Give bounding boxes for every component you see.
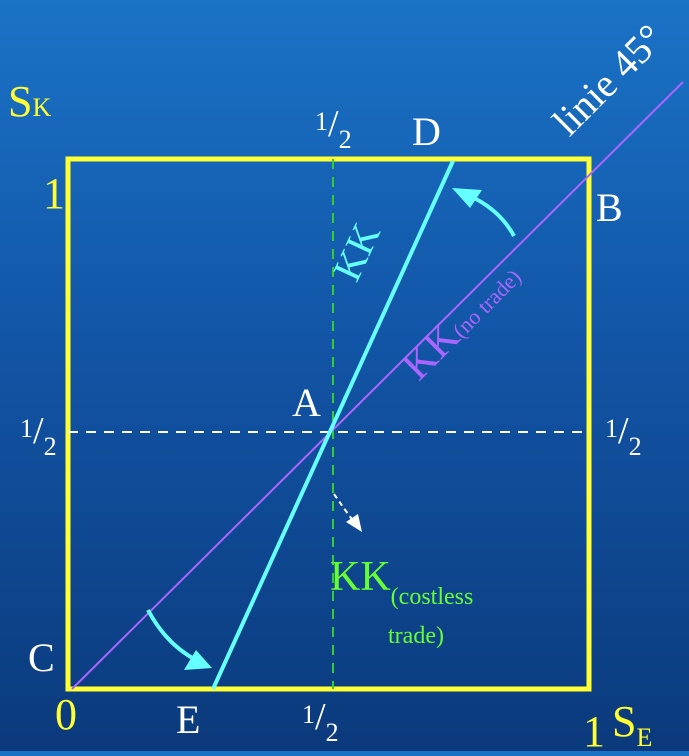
kk-costless-label: KK(costless	[330, 554, 473, 609]
x-tick-one: 1	[583, 707, 605, 756]
kk-costless-sub1: (costless	[390, 584, 474, 610]
point-a-label: A	[292, 380, 321, 425]
point-b-label: B	[596, 185, 623, 230]
rotation-arrow-upper-head	[452, 188, 482, 208]
y-axis-subscript: K	[32, 93, 52, 122]
half-top-slash: /	[328, 103, 339, 145]
half-right-numerator: 1	[605, 414, 618, 443]
point-c-label: C	[28, 635, 55, 680]
half-tick-right: 1/2	[605, 410, 642, 460]
half-tick-left: 1/2	[20, 410, 57, 460]
rotation-arrow-lower-head	[184, 650, 212, 670]
half-bottom-denominator: 2	[325, 718, 339, 747]
rotation-arrow-upper	[469, 194, 516, 237]
half-right-denominator: 2	[628, 432, 642, 461]
half-tick-bottom: 1/2	[302, 696, 339, 746]
half-bottom-numerator: 1	[302, 700, 315, 729]
y-axis-symbol: S	[8, 77, 33, 126]
half-right-slash: /	[618, 410, 629, 452]
y-axis-label: SK	[8, 80, 51, 124]
rotation-arrow-lower	[146, 609, 197, 662]
x-axis-label: SE	[612, 697, 652, 751]
half-top-numerator: 1	[315, 107, 328, 136]
kk-costless-sub2-label: trade)	[388, 623, 444, 649]
y-tick-one: 1	[43, 169, 65, 218]
half-left-denominator: 2	[43, 432, 57, 461]
half-top-denominator: 2	[338, 125, 352, 154]
unit-square-box	[65, 156, 592, 692]
half-bottom-slash: /	[315, 696, 326, 738]
half-left-slash: /	[33, 410, 44, 452]
line-45-degrees	[71, 81, 684, 690]
x-axis-symbol: S	[612, 697, 637, 746]
x-tick-zero: 0	[55, 690, 77, 739]
x-axis-subscript: E	[636, 723, 653, 752]
point-e-label: E	[176, 697, 201, 742]
half-tick-top: 1/2	[315, 103, 352, 153]
kk-line	[211, 160, 455, 690]
costless-dashed-arrow	[333, 493, 355, 523]
half-left-numerator: 1	[20, 414, 33, 443]
costless-dashed-arrow-head	[346, 514, 362, 532]
point-d-label: D	[412, 109, 441, 154]
kk-costless-main: KK	[330, 554, 391, 600]
